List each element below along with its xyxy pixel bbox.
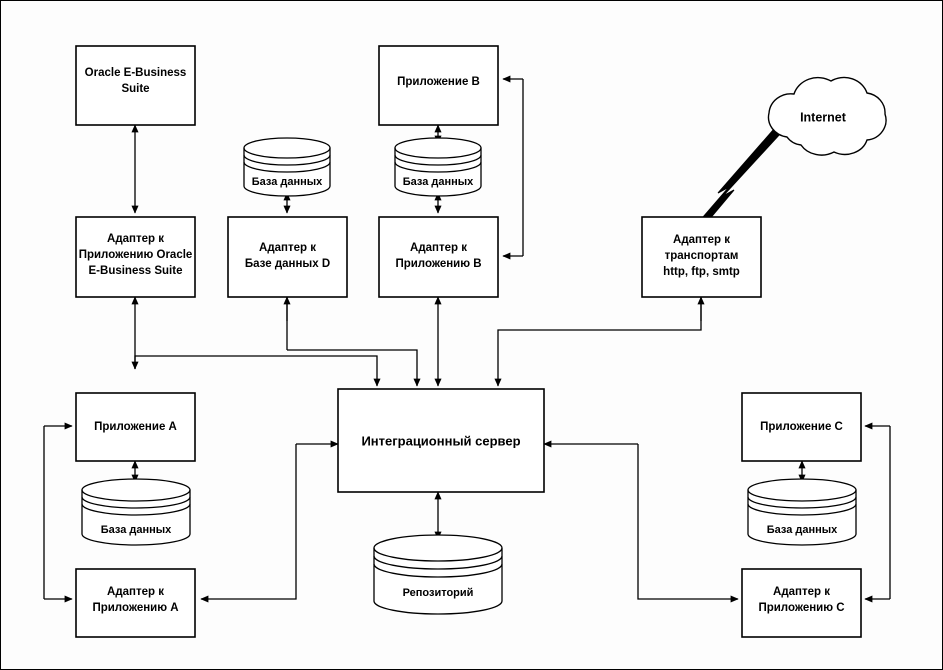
node-adapter-db-d[interactable]: Адаптер к Базе данных D bbox=[227, 216, 348, 298]
db-d-label: База данных bbox=[252, 176, 323, 188]
node-db-a[interactable]: База данных bbox=[81, 478, 191, 546]
app-c-label: Приложение C bbox=[760, 421, 843, 433]
oracle-ebs-label-line1: Oracle E-Business bbox=[85, 67, 187, 79]
connector-app-c-riser bbox=[864, 422, 891, 603]
node-adapter-transport[interactable]: Адаптер к транспортам http, ftp, smtp bbox=[641, 216, 762, 298]
node-adapter-app-c[interactable]: Адаптер к Приложению C bbox=[741, 568, 862, 638]
adapter-app-a-label-line1: Адаптер к bbox=[107, 586, 164, 598]
oracle-ebs-label-line2: Suite bbox=[121, 83, 149, 95]
adapter-transport-label-line3: http, ftp, smtp bbox=[663, 266, 740, 278]
node-internet-cloud[interactable]: Internet bbox=[767, 76, 887, 156]
node-adapter-app-b[interactable]: Адаптер к Приложению B bbox=[378, 216, 499, 298]
connector-adapter-b-loop bbox=[502, 75, 524, 260]
adapter-app-b-label-line1: Адаптер к bbox=[410, 242, 467, 254]
app-a-label: Приложение A bbox=[94, 421, 177, 433]
adapter-transport-label-line2: транспортам bbox=[665, 250, 739, 262]
node-integration-server[interactable]: Интеграционный сервер bbox=[337, 388, 545, 493]
node-adapter-oracle[interactable]: Адаптер к Приложению Oracle E-Business S… bbox=[75, 216, 196, 298]
db-b-label: База данных bbox=[403, 176, 474, 188]
adapter-transport-label-line1: Адаптер к bbox=[673, 234, 730, 246]
node-db-c[interactable]: База данных bbox=[747, 478, 857, 546]
adapter-db-d-label-line1: Адаптер к bbox=[259, 242, 316, 254]
node-app-b[interactable]: Приложение B bbox=[378, 45, 499, 126]
node-db-b[interactable]: База данных bbox=[394, 137, 482, 197]
db-c-label: База данных bbox=[767, 524, 838, 536]
connector-adapter-oracle-to-server bbox=[131, 296, 381, 387]
adapter-oracle-label-line2: Приложению Oracle bbox=[79, 249, 193, 261]
repository-label: Репозиторий bbox=[403, 587, 474, 599]
adapter-oracle-label-line1: Адаптер к bbox=[107, 233, 164, 245]
node-app-a[interactable]: Приложение A bbox=[75, 392, 196, 462]
integration-server-label: Интеграционный сервер bbox=[361, 433, 520, 448]
adapter-app-c-label-line2: Приложению C bbox=[758, 602, 844, 614]
adapter-oracle-label-line3: E-Business Suite bbox=[89, 265, 183, 277]
node-oracle-ebs[interactable]: Oracle E-Business Suite bbox=[75, 45, 196, 126]
adapter-app-a-label-line2: Приложению A bbox=[92, 602, 178, 614]
adapter-db-d-label-line2: Базе данных D bbox=[245, 258, 330, 270]
internet-cloud-label: Internet bbox=[800, 110, 847, 124]
app-b-label: Приложение B bbox=[397, 76, 480, 88]
connector-server-right-to-app-c bbox=[543, 440, 739, 603]
node-repository[interactable]: Репозиторий bbox=[373, 534, 503, 615]
adapter-app-c-label-line1: Адаптер к bbox=[773, 586, 830, 598]
connector-server-left-to-app-a bbox=[200, 440, 339, 603]
connector-app-a-riser bbox=[43, 422, 73, 603]
node-app-c[interactable]: Приложение C bbox=[741, 392, 862, 462]
connector-adapter-dbd-to-server bbox=[283, 296, 421, 387]
node-db-d[interactable]: База данных bbox=[243, 137, 331, 197]
connector-adapter-transport-to-server bbox=[494, 296, 705, 387]
db-a-label: База данных bbox=[101, 524, 172, 536]
node-adapter-app-a[interactable]: Адаптер к Приложению A bbox=[75, 568, 196, 638]
adapter-app-b-label-line2: Приложению B bbox=[395, 258, 481, 270]
